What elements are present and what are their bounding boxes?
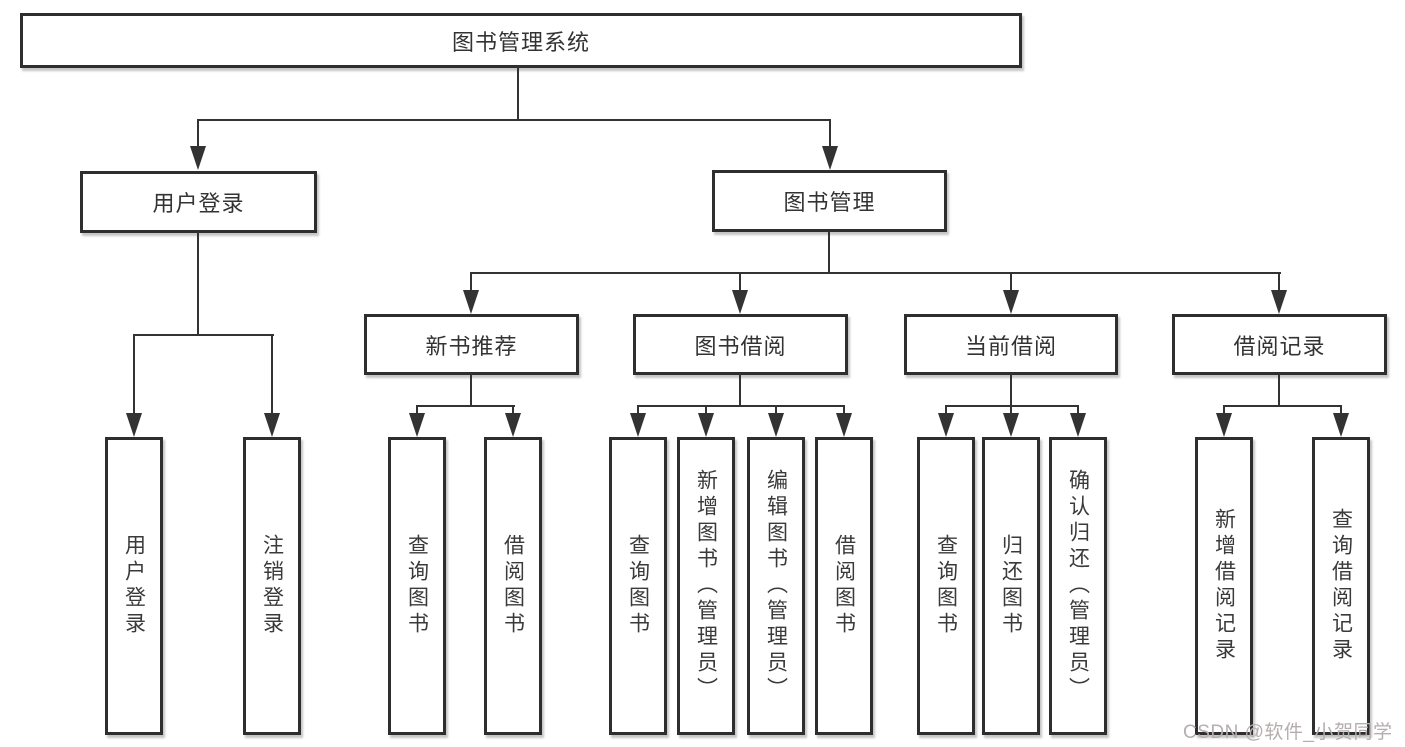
connector-line — [133, 334, 274, 336]
leaf-label: 查询图书 — [626, 534, 650, 638]
node-label: 图书管理 — [783, 190, 876, 215]
arrow-down-icon — [732, 290, 748, 314]
leaf-label: 确认归还（管理员） — [1066, 469, 1090, 703]
arrow-down-icon — [822, 146, 838, 170]
arrow-down-icon — [126, 413, 142, 437]
connector-line — [829, 119, 831, 150]
connector-line — [1223, 405, 1225, 415]
leaf-query-books-recommend: 查询图书 — [388, 437, 446, 735]
connector-line — [517, 66, 519, 120]
connector-line — [197, 232, 199, 336]
connector-line — [1278, 374, 1280, 407]
connector-line — [1340, 405, 1342, 415]
connector-line — [739, 272, 741, 292]
connector-line — [843, 405, 845, 415]
connector-line — [637, 405, 639, 415]
leaf-borrow-books-recommend: 借阅图书 — [484, 437, 542, 735]
connector-line — [945, 405, 947, 415]
node-borrow-records: 借阅记录 — [1172, 314, 1387, 375]
node-book-management: 图书管理 — [712, 170, 947, 232]
arrow-down-icon — [1070, 413, 1086, 437]
node-library-system: 图书管理系统 — [20, 13, 1022, 68]
arrow-down-icon — [505, 413, 521, 437]
arrow-down-icon — [1216, 413, 1232, 437]
connector-line — [828, 231, 830, 274]
connector-line — [271, 334, 273, 415]
leaf-add-book-admin: 新增图书（管理员） — [677, 437, 735, 735]
leaf-label: 借阅图书 — [501, 534, 525, 638]
connector-line — [739, 374, 741, 407]
connector-line — [637, 405, 845, 407]
leaf-label: 注销登录 — [260, 534, 284, 638]
node-label: 图书管理系统 — [451, 29, 590, 55]
connector-line — [1010, 272, 1012, 292]
leaf-return-book: 归还图书 — [982, 437, 1040, 735]
leaf-borrow-books: 借阅图书 — [815, 437, 873, 735]
leaf-label: 归还图书 — [999, 534, 1023, 638]
connector-line — [197, 119, 831, 121]
arrow-down-icon — [1003, 413, 1019, 437]
connector-line — [470, 272, 1281, 274]
node-user-login: 用户登录 — [80, 171, 317, 233]
connector-line — [1010, 374, 1012, 407]
node-current-borrow: 当前借阅 — [904, 314, 1118, 375]
leaf-label: 查询图书 — [934, 534, 958, 638]
connector-line — [1223, 405, 1342, 407]
leaf-query-books-borrow: 查询图书 — [609, 437, 667, 735]
node-label: 当前借阅 — [964, 333, 1057, 359]
connector-line — [197, 119, 199, 150]
leaf-confirm-return-admin: 确认归还（管理员） — [1049, 437, 1107, 735]
node-label: 图书借阅 — [694, 333, 787, 359]
arrow-down-icon — [264, 413, 280, 437]
node-label: 用户登录 — [152, 191, 245, 216]
arrow-down-icon — [698, 413, 714, 437]
leaf-label: 编辑图书（管理员） — [764, 469, 788, 703]
leaf-query-books-current: 查询图书 — [917, 437, 975, 735]
connector-line — [133, 334, 135, 415]
connector-line — [470, 272, 472, 292]
arrow-down-icon — [836, 413, 852, 437]
leaf-logout: 注销登录 — [243, 437, 301, 735]
connector-line — [775, 405, 777, 415]
leaf-label: 查询借阅记录 — [1329, 508, 1353, 664]
leaf-label: 查询图书 — [405, 534, 429, 638]
arrow-down-icon — [1003, 290, 1019, 314]
connector-line — [470, 374, 472, 407]
arrow-down-icon — [463, 290, 479, 314]
arrow-down-icon — [409, 413, 425, 437]
connector-line — [512, 405, 514, 415]
node-label: 新书推荐 — [425, 333, 518, 359]
leaf-user-login: 用户登录 — [105, 437, 163, 735]
leaf-query-borrow-record: 查询借阅记录 — [1312, 437, 1370, 735]
arrow-down-icon — [1333, 413, 1349, 437]
arrow-down-icon — [630, 413, 646, 437]
connector-line — [705, 405, 707, 415]
node-book-borrow: 图书借阅 — [633, 314, 848, 375]
connector-line — [416, 405, 418, 415]
arrow-down-icon — [1271, 290, 1287, 314]
node-new-book-recommend: 新书推荐 — [364, 314, 579, 375]
leaf-edit-book-admin: 编辑图书（管理员） — [747, 437, 805, 735]
arrow-down-icon — [938, 413, 954, 437]
csdn-watermark: CSDN @软件_小贺同学 — [1183, 722, 1393, 743]
leaf-label: 新增图书（管理员） — [694, 469, 718, 703]
leaf-label: 用户登录 — [122, 534, 146, 638]
connector-line — [1010, 405, 1012, 415]
leaf-add-borrow-record: 新增借阅记录 — [1195, 437, 1253, 735]
leaf-label: 新增借阅记录 — [1212, 508, 1236, 664]
connector-line — [945, 405, 1079, 407]
connector-line — [416, 405, 515, 407]
arrow-down-icon — [768, 413, 784, 437]
node-label: 借阅记录 — [1233, 333, 1326, 359]
connector-line — [1278, 272, 1280, 292]
connector-line — [1077, 405, 1079, 415]
arrow-down-icon — [190, 146, 206, 170]
leaf-label: 借阅图书 — [832, 534, 856, 638]
